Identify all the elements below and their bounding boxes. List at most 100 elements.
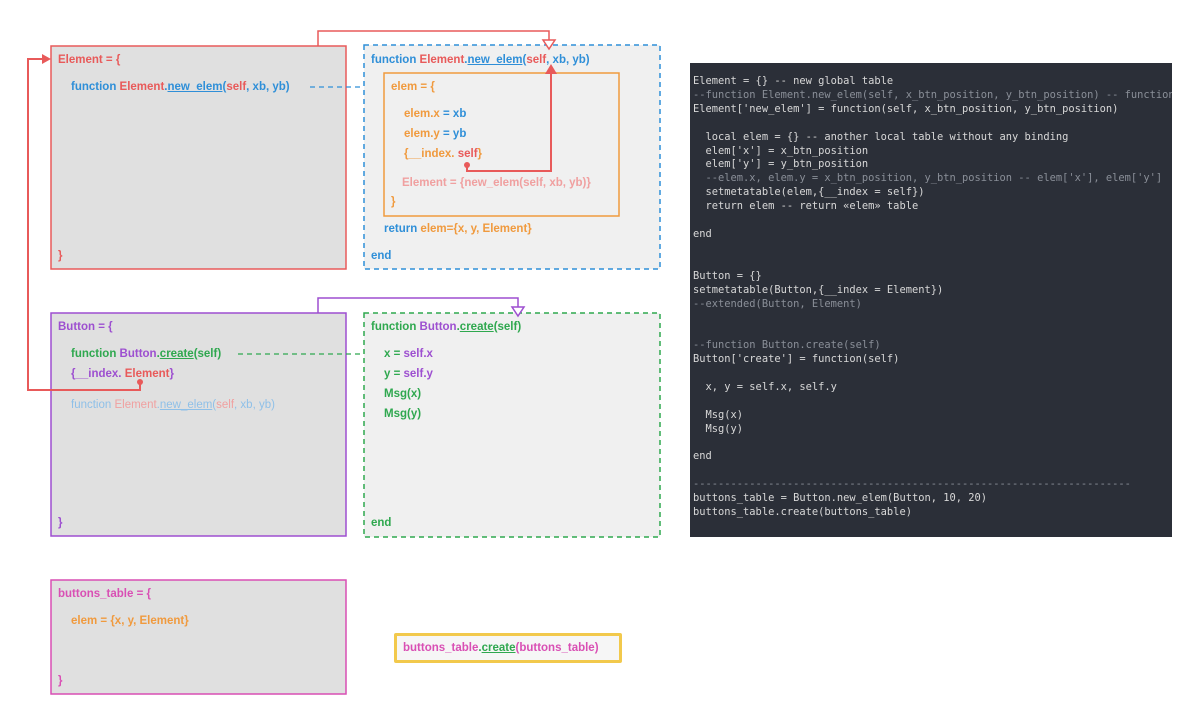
button-function-line: function Button.create(self) bbox=[71, 348, 221, 360]
fn-args: , xb, yb) bbox=[234, 399, 275, 411]
code-line: setmetatable(elem,{__index = self}) bbox=[693, 186, 925, 199]
return-line: return elem={x, y, Element} bbox=[384, 223, 532, 235]
elem-x-value: = xb bbox=[439, 108, 467, 120]
code-line: ----------------------------------------… bbox=[693, 478, 1131, 491]
fn-dot: . bbox=[456, 321, 460, 333]
create-end: end bbox=[371, 517, 392, 529]
code-line: --extended(Button, Element) bbox=[693, 297, 862, 310]
code-line: buttons_table.create(buttons_table) bbox=[693, 506, 912, 519]
x-assign: x = bbox=[384, 348, 404, 360]
element-link-arrow bbox=[541, 39, 557, 51]
new-elem-function-line: function Element.new_elem(self, xb, yb) bbox=[371, 54, 590, 66]
fn-object: Button bbox=[419, 321, 457, 333]
button-header: Button = { bbox=[58, 321, 113, 333]
code-line: elem['x'] = x_btn_position bbox=[693, 144, 869, 157]
index-link-line bbox=[27, 58, 141, 391]
element-close: } bbox=[58, 250, 63, 262]
fn-object: Element bbox=[419, 54, 465, 66]
return-value: elem={x, y, Element} bbox=[420, 223, 532, 235]
element-box-border bbox=[50, 45, 347, 270]
self-link-line bbox=[466, 72, 552, 172]
index-close: } bbox=[477, 148, 483, 160]
code-text: Element = {} -- new global table --funct… bbox=[690, 63, 1172, 520]
elem-index-line: {__index. self} bbox=[404, 148, 482, 160]
fn-open: ( bbox=[222, 81, 227, 93]
create-box-border bbox=[363, 312, 661, 538]
code-line: end bbox=[693, 450, 712, 463]
elem-element-line: Element = {new_elem(self, xb, yb)} bbox=[402, 177, 591, 189]
fn-name: new_elem bbox=[159, 399, 213, 411]
code-line: local elem = {} -- another local table w… bbox=[693, 130, 1069, 143]
code-line: setmetatable(Button,{__index = Element}) bbox=[693, 283, 944, 296]
index-prefix: {__index. bbox=[404, 148, 458, 160]
call-line: buttons_table.create(buttons_table) bbox=[403, 642, 599, 654]
button-link-line bbox=[317, 297, 519, 313]
index-close: } bbox=[169, 368, 174, 380]
y-value: self.y bbox=[403, 368, 433, 380]
elem-header: elem = { bbox=[391, 81, 435, 93]
fn-keyword: function bbox=[71, 348, 120, 360]
fn-args: , xb, yb) bbox=[246, 81, 290, 93]
button-index-line: {__index. Element} bbox=[71, 368, 174, 380]
fn-args: (self) bbox=[193, 348, 222, 360]
index-link-arrow bbox=[42, 54, 51, 64]
element-link-line bbox=[317, 30, 550, 46]
fn-object: Element bbox=[114, 399, 157, 411]
fn-name: new_elem bbox=[467, 54, 523, 66]
msg-y-line: Msg(y) bbox=[384, 408, 422, 420]
fn-dot: . bbox=[156, 348, 160, 360]
fn-dot: . bbox=[464, 54, 468, 66]
fn-dot: . bbox=[164, 81, 168, 93]
call-args: (buttons_table) bbox=[515, 642, 599, 654]
index-self: self bbox=[457, 148, 478, 160]
fn-self: self bbox=[226, 81, 247, 93]
fn-open: ( bbox=[522, 54, 527, 66]
index-element: Element bbox=[124, 368, 170, 380]
buttons-table-box-border bbox=[50, 579, 347, 695]
call-dot: . bbox=[478, 642, 482, 654]
return-keyword: return bbox=[384, 223, 421, 235]
element-function-line: function Element.new_elem(self, xb, yb) bbox=[71, 81, 290, 93]
button-link-arrow bbox=[510, 306, 526, 318]
code-line: Button['create'] = function(self) bbox=[693, 353, 900, 366]
elem-box-border bbox=[383, 72, 620, 217]
self-link-arrow bbox=[545, 64, 557, 74]
fn-open: ( bbox=[212, 399, 217, 411]
create-x-line: x = self.x bbox=[384, 348, 433, 360]
call-object: buttons_table bbox=[403, 642, 479, 654]
elem-close: } bbox=[391, 196, 396, 208]
code-line: elem['y'] = y_btn_position bbox=[693, 158, 869, 171]
create-function-line: function Button.create(self) bbox=[371, 321, 521, 333]
code-line: Msg(y) bbox=[693, 422, 744, 435]
fn-name: create bbox=[159, 348, 194, 360]
fn-args: (self) bbox=[493, 321, 522, 333]
button-box-border bbox=[50, 312, 347, 537]
fn-args: , xb, yb) bbox=[546, 54, 590, 66]
elem-x-field: elem.x bbox=[404, 108, 440, 120]
element-header: Element = { bbox=[58, 54, 121, 66]
code-line: end bbox=[693, 227, 712, 240]
button-inherited-line: function Element.new_elem(self, xb, yb) bbox=[71, 399, 275, 411]
fn-name: create bbox=[459, 321, 494, 333]
fn-self: self bbox=[216, 399, 235, 411]
new-elem-end: end bbox=[371, 250, 392, 262]
fn-dot: . bbox=[156, 399, 160, 411]
elem-y-field: elem.y bbox=[404, 128, 440, 140]
buttons-table-close: } bbox=[58, 675, 63, 687]
elem-x-line: elem.x = xb bbox=[404, 108, 466, 120]
code-line: Element = {} -- new global table bbox=[693, 75, 894, 87]
code-line: --function Element.new_elem(self, x_btn_… bbox=[693, 88, 1172, 101]
fn-object: Element bbox=[119, 81, 165, 93]
code-line: return elem -- return «elem» table bbox=[693, 200, 919, 213]
elem-y-value: = yb bbox=[439, 128, 467, 140]
fn-self: self bbox=[526, 54, 547, 66]
code-editor[interactable]: Element = {} -- new global table --funct… bbox=[690, 63, 1172, 537]
x-value: self.x bbox=[403, 348, 433, 360]
fn-keyword: function bbox=[71, 81, 120, 93]
create-y-line: y = self.y bbox=[384, 368, 433, 380]
msg-x-line: Msg(x) bbox=[384, 388, 422, 400]
code-line: buttons_table = Button.new_elem(Button, … bbox=[693, 492, 988, 505]
elem-y-line: elem.y = yb bbox=[404, 128, 466, 140]
fn-keyword: function bbox=[371, 54, 420, 66]
